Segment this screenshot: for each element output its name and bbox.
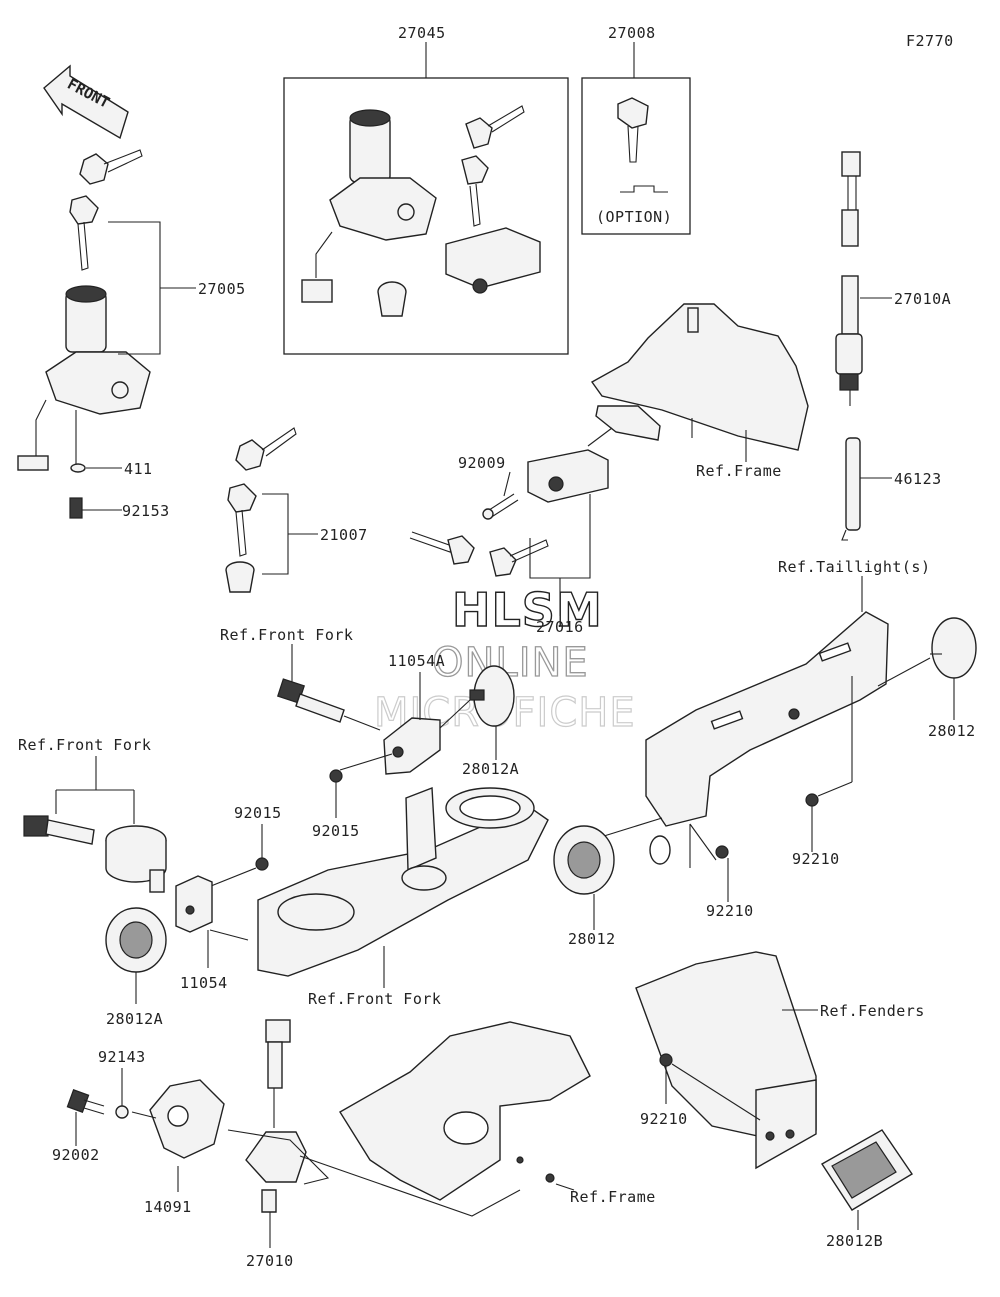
reflector-right-icon <box>930 617 977 679</box>
part-label-92015-2: 92015 <box>312 822 360 840</box>
taillight-bracket-icon <box>645 611 889 865</box>
reflector-center-icon <box>553 825 615 895</box>
frame-lower-icon <box>339 1021 591 1201</box>
ignition-kit-icon <box>301 105 541 317</box>
part-label-92009: 92009 <box>458 454 506 472</box>
part-label-92015-1: 92015 <box>234 804 282 822</box>
reflector-bracket-lower-icon <box>175 875 213 933</box>
part-label-27010: 27010 <box>246 1252 294 1270</box>
diagram-id: F2770 <box>906 32 954 50</box>
fork-bolt-left-icon <box>23 815 95 845</box>
fender-icon <box>635 951 817 1170</box>
part-label-11054A: 11054A <box>388 652 445 670</box>
option-label: (OPTION) <box>596 208 672 226</box>
part-label-27010A: 27010A <box>894 290 951 308</box>
part-label-46123: 46123 <box>894 470 942 488</box>
key-set-21007-icon <box>225 427 297 593</box>
reflector-lower-left-icon <box>105 907 167 973</box>
bolt-icon <box>69 497 122 519</box>
kit-box-27045 <box>283 77 569 355</box>
part-label-11054: 11054 <box>180 974 228 992</box>
part-label-28012-1: 28012 <box>928 722 976 740</box>
part-label-ref-front-fork-3: Ref.Front Fork <box>308 990 441 1008</box>
part-label-27005: 27005 <box>198 280 246 298</box>
part-label-28012A-2: 28012A <box>106 1010 163 1028</box>
bolt-92002-icon <box>66 1089 105 1115</box>
part-label-92210-1: 92210 <box>792 850 840 868</box>
part-label-92143: 92143 <box>98 1048 146 1066</box>
part-label-27016: 27016 <box>536 618 584 636</box>
part-label-92002: 92002 <box>52 1146 100 1164</box>
blank-key-icon <box>617 97 668 193</box>
part-label-92210-2: 92210 <box>706 902 754 920</box>
nut-icon <box>805 793 819 807</box>
part-label-28012B: 28012B <box>826 1232 883 1250</box>
nut-icon <box>715 845 729 859</box>
nut-icon <box>255 857 269 871</box>
key-set-27016-icon <box>409 531 549 577</box>
part-label-21007: 21007 <box>320 526 368 544</box>
part-label-ref-frame-2: Ref.Frame <box>570 1188 656 1206</box>
fork-bolt-upper-icon <box>277 678 345 723</box>
reflector-upper-icon <box>469 665 515 727</box>
part-label-ref-front-fork-1: Ref.Front Fork <box>220 626 353 644</box>
part-label-27008: 27008 <box>608 24 656 42</box>
screw-92009-icon <box>482 493 519 520</box>
part-label-ref-taillights: Ref.Taillight(s) <box>778 558 931 576</box>
part-label-28012-2: 28012 <box>568 930 616 948</box>
part-label-411: 411 <box>124 460 153 478</box>
reflector-bracket-upper-icon <box>383 717 441 775</box>
part-label-28012A-1: 28012A <box>462 760 519 778</box>
triple-clamp-icon <box>257 787 549 977</box>
watermark-line1: HLSM <box>452 583 603 637</box>
switch-27010A-icon <box>835 151 863 406</box>
part-label-ref-fenders: Ref.Fenders <box>820 1002 925 1020</box>
part-label-ref-frame-1: Ref.Frame <box>696 462 782 480</box>
switch-cover-icon <box>149 1079 225 1159</box>
part-label-92153: 92153 <box>122 502 170 520</box>
front-arrow-icon: FRONT <box>43 64 129 140</box>
ignition-switch-icon <box>17 285 151 471</box>
part-label-ref-front-fork-2: Ref.Front Fork <box>18 736 151 754</box>
washer-icon <box>70 463 86 473</box>
key-set-icon <box>69 149 143 271</box>
kit-box-27008 <box>581 77 691 235</box>
seat-lock-icon <box>527 449 609 503</box>
nut-icon <box>329 769 343 783</box>
fork-clamp-icon <box>105 825 167 893</box>
spring-icon <box>841 437 861 541</box>
nut-icon <box>659 1053 673 1067</box>
frame-bracket-icon <box>590 303 809 451</box>
part-label-92210-3: 92210 <box>640 1110 688 1128</box>
reflector-rect-icon <box>821 1129 913 1211</box>
part-label-27045: 27045 <box>398 24 446 42</box>
switch-27010-icon <box>245 1019 307 1213</box>
washer-icon <box>115 1105 129 1119</box>
part-label-14091: 14091 <box>144 1198 192 1216</box>
